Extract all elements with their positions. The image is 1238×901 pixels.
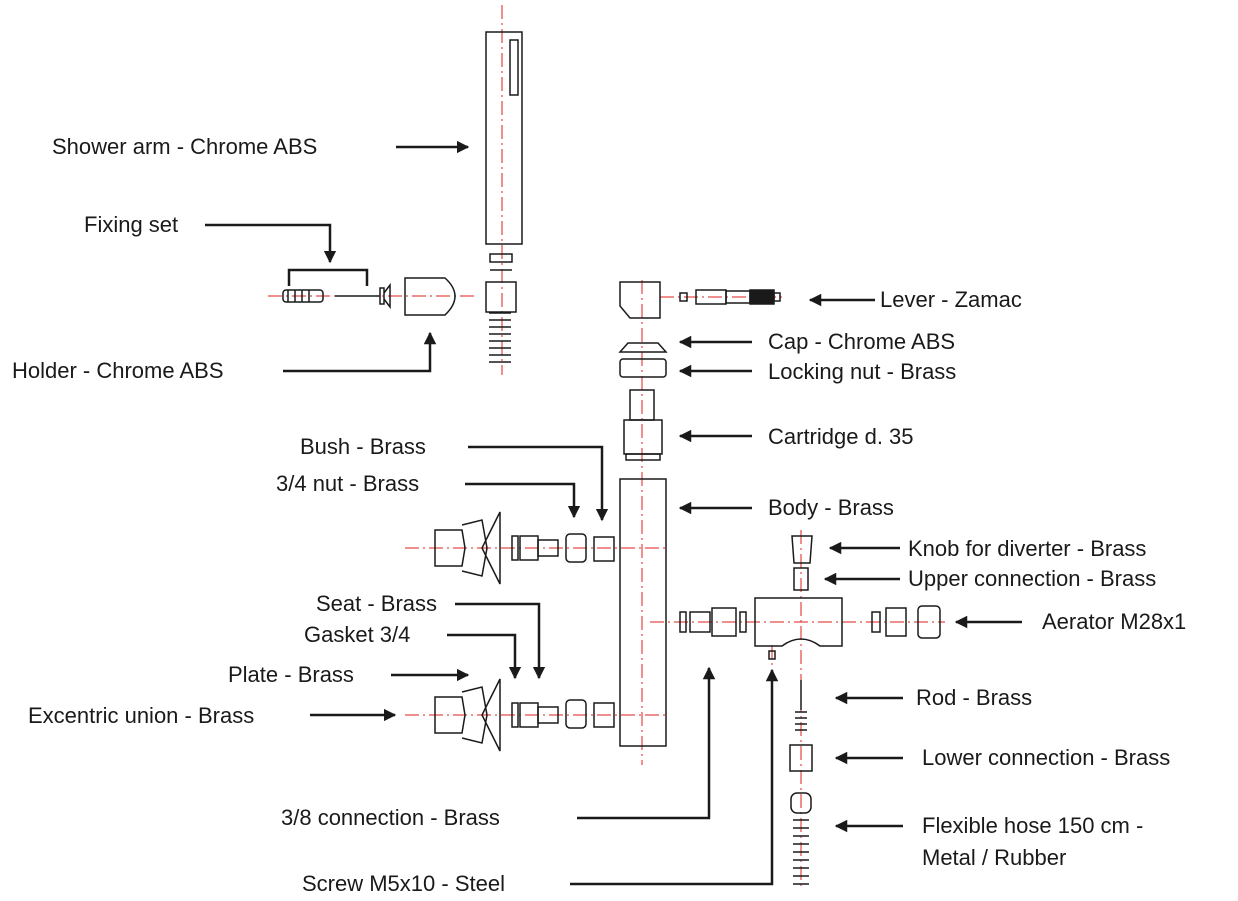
cartridge-part (623, 389, 663, 461)
label-knob-diverter: Knob for diverter - Brass (908, 536, 1147, 561)
connection-38-part (679, 607, 747, 637)
flexible-hose-part (790, 792, 812, 885)
label-body: Body - Brass (768, 495, 894, 520)
lever-part (619, 281, 781, 319)
label-flexible-hose-line2: Metal / Rubber (922, 845, 1067, 870)
label-gasket: Gasket 3/4 (304, 622, 411, 647)
bush-part (593, 536, 615, 562)
label-upper-connection: Upper connection - Brass (908, 566, 1157, 591)
shower-arm-part (485, 31, 523, 363)
arrow-holder (283, 331, 437, 373)
body-part (619, 478, 667, 747)
nut-34-part (565, 533, 587, 563)
label-lever: Lever - Zamac (880, 287, 1022, 312)
diverter-body-part (754, 597, 843, 647)
label-shower-arm: Shower arm - Chrome ABS (52, 134, 318, 159)
label-lower-connection: Lower connection - Brass (922, 745, 1171, 770)
label-locking-nut: Locking nut - Brass (768, 359, 957, 384)
label-34-nut: 3/4 nut - Brass (276, 471, 420, 496)
fixing-set-bracket (287, 268, 369, 286)
label-plate: Plate - Brass (228, 662, 354, 687)
label-fixing-set: Fixing set (84, 212, 179, 237)
upper-union-assembly (434, 511, 559, 585)
locking-nut-part (619, 358, 667, 378)
arrow-bush (468, 445, 609, 522)
parts (282, 31, 941, 885)
arrow-seat (455, 602, 546, 680)
upper-connection-part (793, 567, 809, 591)
lower-union-assembly (434, 678, 559, 752)
arrow-38-connection (577, 666, 716, 820)
arrow-gasket (447, 633, 522, 680)
bush-part-lower (593, 702, 615, 728)
label-rod: Rod - Brass (916, 685, 1033, 710)
rod-part (795, 680, 807, 731)
arrow-screw (570, 668, 779, 886)
nut-34-part-lower (565, 699, 587, 729)
knob-diverter-part (791, 535, 813, 564)
label-screw: Screw M5x10 - Steel (302, 871, 505, 896)
label-cartridge: Cartridge d. 35 (768, 424, 914, 449)
label-aerator: Aerator M28x1 (1042, 609, 1187, 634)
leader-arrows (205, 140, 1022, 886)
aerator-part (871, 605, 941, 639)
label-bush: Bush - Brass (300, 434, 426, 459)
label-seat: Seat - Brass (316, 591, 438, 616)
label-flexible-hose-line1: Flexible hose 150 cm - (922, 813, 1144, 838)
fixing-set-part (282, 282, 391, 310)
label-cap: Cap - Chrome ABS (768, 329, 956, 354)
screw-part (768, 650, 776, 660)
label-holder: Holder - Chrome ABS (12, 358, 224, 383)
lower-connection-part (789, 744, 813, 772)
arrow-fixing-set (205, 223, 337, 264)
holder-part (404, 277, 456, 316)
arrow-34-nut (465, 482, 581, 519)
label-38-connection: 3/8 connection - Brass (281, 805, 500, 830)
label-excentric-union: Excentric union - Brass (28, 703, 255, 728)
cap-part (618, 342, 668, 353)
